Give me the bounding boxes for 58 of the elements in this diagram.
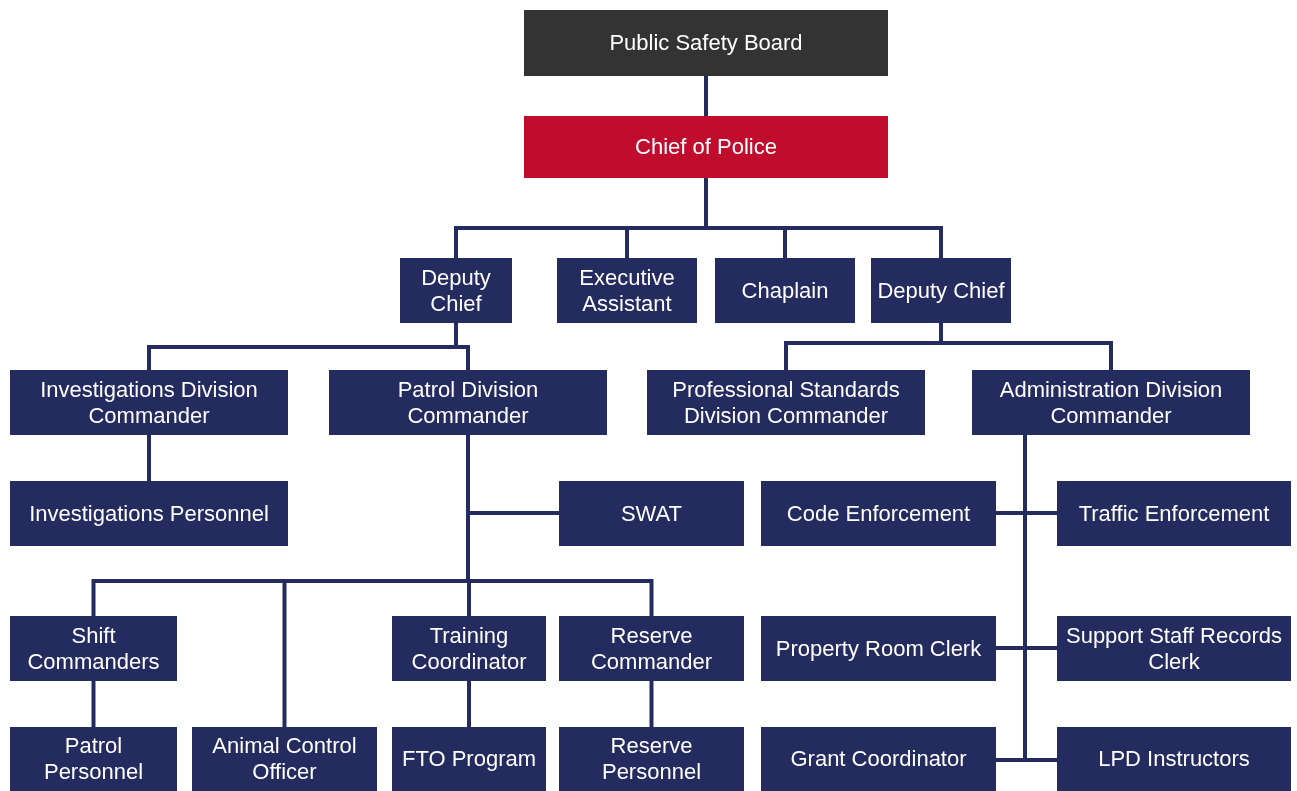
org-box bbox=[392, 727, 546, 791]
org-box bbox=[761, 727, 996, 791]
box-label: Reserve Personnel bbox=[600, 733, 703, 785]
org-box bbox=[559, 481, 744, 546]
box-label: Animal Control Officer bbox=[211, 733, 358, 785]
box-label: FTO Program bbox=[401, 746, 537, 772]
box-label: Property Room Clerk bbox=[775, 635, 982, 662]
org-box bbox=[761, 481, 996, 546]
connector-line bbox=[454, 323, 470, 370]
box-label: Code Enforcement bbox=[786, 500, 971, 527]
org-box bbox=[559, 727, 744, 791]
connector-line bbox=[467, 681, 471, 727]
box-label: Executive Assistant bbox=[578, 264, 676, 317]
connector-line bbox=[704, 178, 943, 258]
org-box bbox=[400, 258, 512, 323]
org-box bbox=[10, 616, 177, 681]
org-box bbox=[647, 370, 925, 435]
box-label: Patrol Personnel bbox=[42, 733, 145, 785]
connector-line bbox=[91, 681, 96, 727]
box-label: Deputy Chief bbox=[877, 277, 1005, 304]
org-box bbox=[871, 258, 1011, 323]
connector-line bbox=[466, 435, 654, 616]
box-label: Investigations Division Commander bbox=[39, 376, 259, 429]
box-label: Support Staff Records Clerk bbox=[1064, 622, 1283, 675]
box-label: Training Coordinator bbox=[410, 622, 528, 675]
org-box bbox=[192, 727, 377, 791]
connector-line bbox=[649, 681, 654, 727]
box-label: Traffic Enforcement bbox=[1078, 500, 1270, 527]
org-box bbox=[524, 10, 888, 76]
box-label: Chaplain bbox=[741, 277, 829, 304]
org-box bbox=[761, 616, 996, 681]
box-label: Reserve Commander bbox=[589, 622, 713, 675]
box-label: Shift Commanders bbox=[26, 622, 161, 675]
org-box bbox=[559, 616, 744, 681]
box-label: Public Safety Board bbox=[609, 30, 803, 56]
org-box bbox=[972, 370, 1250, 435]
org-box bbox=[1057, 616, 1291, 681]
org-box bbox=[10, 370, 288, 435]
connector-line bbox=[704, 76, 708, 116]
box-label: Administration Division Commander bbox=[998, 376, 1224, 429]
box-label: Deputy Chief bbox=[420, 264, 492, 317]
box-label: SWAT bbox=[620, 500, 683, 527]
box-label: Investigations Personnel bbox=[29, 500, 269, 527]
box-label: Grant Coordinator bbox=[790, 746, 967, 772]
org-box bbox=[557, 258, 697, 323]
org-box bbox=[1057, 727, 1291, 791]
org-box bbox=[524, 116, 888, 178]
org-box bbox=[1057, 481, 1291, 546]
box-label: Patrol Division Commander bbox=[396, 376, 540, 429]
org-box bbox=[392, 616, 546, 681]
box-label: Professional Standards Division Commander bbox=[671, 376, 901, 429]
org-box bbox=[10, 727, 177, 791]
box-label: Chief of Police bbox=[635, 134, 777, 160]
box-label: LPD Instructors bbox=[1098, 746, 1250, 772]
org-box bbox=[10, 481, 288, 546]
connector-line bbox=[147, 435, 151, 481]
org-box bbox=[329, 370, 607, 435]
org-box bbox=[715, 258, 855, 323]
